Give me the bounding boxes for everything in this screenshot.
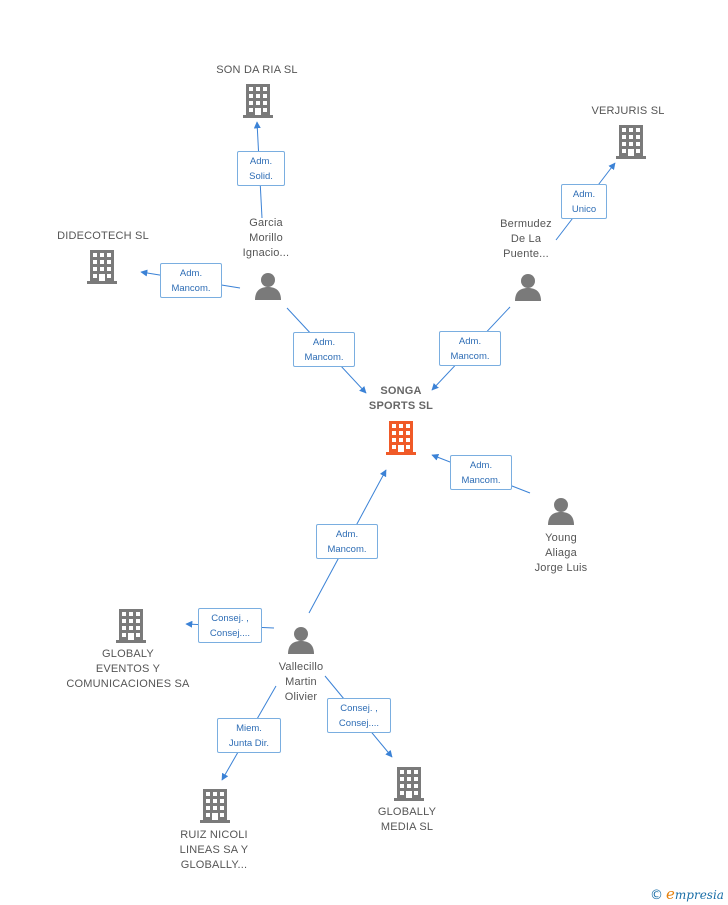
vallecillo-person-icon[interactable]: [288, 627, 314, 654]
globally-media-building-icon[interactable]: [394, 767, 424, 801]
relation-line-2: Solid.: [249, 171, 273, 182]
relation-line-2: Mancom.: [171, 283, 211, 294]
garcia-person-icon[interactable]: [255, 273, 281, 300]
garcia-line-2: Morillo: [249, 232, 283, 244]
node-globaly-eventos-label[interactable]: GLOBALY EVENTOS Y COMUNICACIONES SA: [56, 647, 200, 692]
node-songa-label[interactable]: SONGA SPORTS SL: [348, 384, 454, 414]
relation-vallecillo-songa[interactable]: Adm. Mancom.: [316, 524, 378, 559]
relation-garcia-sondaria[interactable]: Adm. Solid.: [237, 151, 285, 186]
relation-line-2: Mancom.: [327, 544, 367, 555]
bermudez-line-2: De La: [510, 233, 542, 245]
relation-bermudez-songa[interactable]: Adm. Mancom.: [439, 331, 501, 366]
node-bermudez-label[interactable]: Bermudez De La Puente...: [486, 217, 566, 262]
ruiz-nicoli-line-3: GLOBALLY...: [180, 859, 248, 871]
songa-line-2: SPORTS SL: [368, 400, 434, 412]
node-vallecillo-label[interactable]: Vallecillo Martin Olivier: [256, 660, 346, 705]
relation-line-1: Adm.: [249, 156, 273, 167]
node-globally-media-label[interactable]: GLOBALLY MEDIA SL: [362, 805, 452, 835]
songa-line-1: SONGA: [380, 385, 422, 397]
relation-line-1: Adm.: [572, 189, 596, 200]
ruiz-nicoli-building-icon[interactable]: [200, 789, 230, 823]
relation-line-1: Consej. ,: [340, 703, 378, 714]
relation-garcia-didecotech[interactable]: Adm. Mancom.: [160, 263, 222, 298]
relation-line-1: Adm.: [312, 337, 336, 348]
globaly-eventos-line-3: COMUNICACIONES SA: [66, 678, 190, 690]
relation-line-2: Consej....: [338, 718, 380, 729]
ruiz-nicoli-line-1: RUIZ NICOLI: [180, 829, 248, 841]
sondaria-line-1: SON DA RIA SL: [216, 64, 298, 76]
relation-line-2: Mancom.: [450, 351, 490, 362]
relation-line-2: Mancom.: [461, 475, 501, 486]
garcia-line-3: Ignacio...: [242, 247, 290, 259]
vallecillo-line-1: Vallecillo: [278, 661, 324, 673]
relation-line-2: Unico: [571, 204, 597, 215]
bermudez-person-icon[interactable]: [515, 274, 541, 301]
copyright-icon: ©: [650, 888, 663, 903]
didecotech-line-1: DIDECOTECH SL: [57, 230, 149, 242]
relation-line-1: Adm.: [469, 460, 493, 471]
relation-line-2: Mancom.: [304, 352, 344, 363]
relation-young-songa[interactable]: Adm. Mancom.: [450, 455, 512, 490]
node-didecotech-label[interactable]: DIDECOTECH SL: [48, 229, 158, 244]
young-line-2: Aliaga: [545, 547, 577, 559]
node-garcia-label[interactable]: Garcia Morillo Ignacio...: [226, 216, 306, 261]
songa-building-icon[interactable]: [386, 421, 416, 455]
globally-media-line-2: MEDIA SL: [380, 821, 434, 833]
relation-line-2: Junta Dir.: [228, 738, 270, 749]
node-sondaria-label[interactable]: SON DA RIA SL: [198, 63, 316, 78]
garcia-line-1: Garcia: [249, 217, 283, 229]
bermudez-line-3: Puente...: [503, 248, 549, 260]
vallecillo-line-2: Martin: [285, 676, 317, 688]
relation-vallecillo-media[interactable]: Consej. , Consej....: [327, 698, 391, 733]
globaly-eventos-line-2: EVENTOS Y: [95, 663, 161, 675]
sondaria-building-icon[interactable]: [243, 84, 273, 118]
didecotech-building-icon[interactable]: [87, 250, 117, 284]
node-young-label[interactable]: Young Aliaga Jorge Luis: [516, 531, 606, 576]
relation-line-1: Adm.: [179, 268, 203, 279]
brand-initial: e: [666, 885, 675, 903]
relation-vallecillo-ruiz[interactable]: Miem. Junta Dir.: [217, 718, 281, 753]
young-line-3: Jorge Luis: [534, 562, 588, 574]
ruiz-nicoli-line-2: LINEAS SA Y: [179, 844, 249, 856]
young-line-1: Young: [545, 532, 577, 544]
relation-line-1: Adm.: [458, 336, 482, 347]
relation-line-2: Consej....: [209, 628, 251, 639]
globally-media-line-1: GLOBALLY: [377, 806, 437, 818]
relation-line-1: Miem.: [236, 723, 262, 734]
globaly-eventos-building-icon[interactable]: [116, 609, 146, 643]
relation-line-1: Adm.: [335, 529, 359, 540]
vallecillo-line-3: Olivier: [284, 691, 318, 703]
brand-name: mpresia: [674, 888, 724, 902]
relation-bermudez-verjuris[interactable]: Adm. Unico: [561, 184, 607, 219]
relation-garcia-songa[interactable]: Adm. Mancom.: [293, 332, 355, 367]
relation-vallecillo-globaly[interactable]: Consej. , Consej....: [198, 608, 262, 643]
verjuris-line-1: VERJURIS SL: [591, 105, 665, 117]
node-verjuris-label[interactable]: VERJURIS SL: [578, 104, 678, 119]
bermudez-line-1: Bermudez: [500, 218, 552, 230]
relation-line-1: Consej. ,: [211, 613, 249, 624]
young-person-icon[interactable]: [548, 498, 574, 525]
verjuris-building-icon[interactable]: [616, 125, 646, 159]
globaly-eventos-line-1: GLOBALY: [102, 648, 154, 660]
empresia-logo[interactable]: ©empresia: [650, 885, 724, 903]
node-ruiz-nicoli-label[interactable]: RUIZ NICOLI LINEAS SA Y GLOBALLY...: [160, 828, 268, 873]
